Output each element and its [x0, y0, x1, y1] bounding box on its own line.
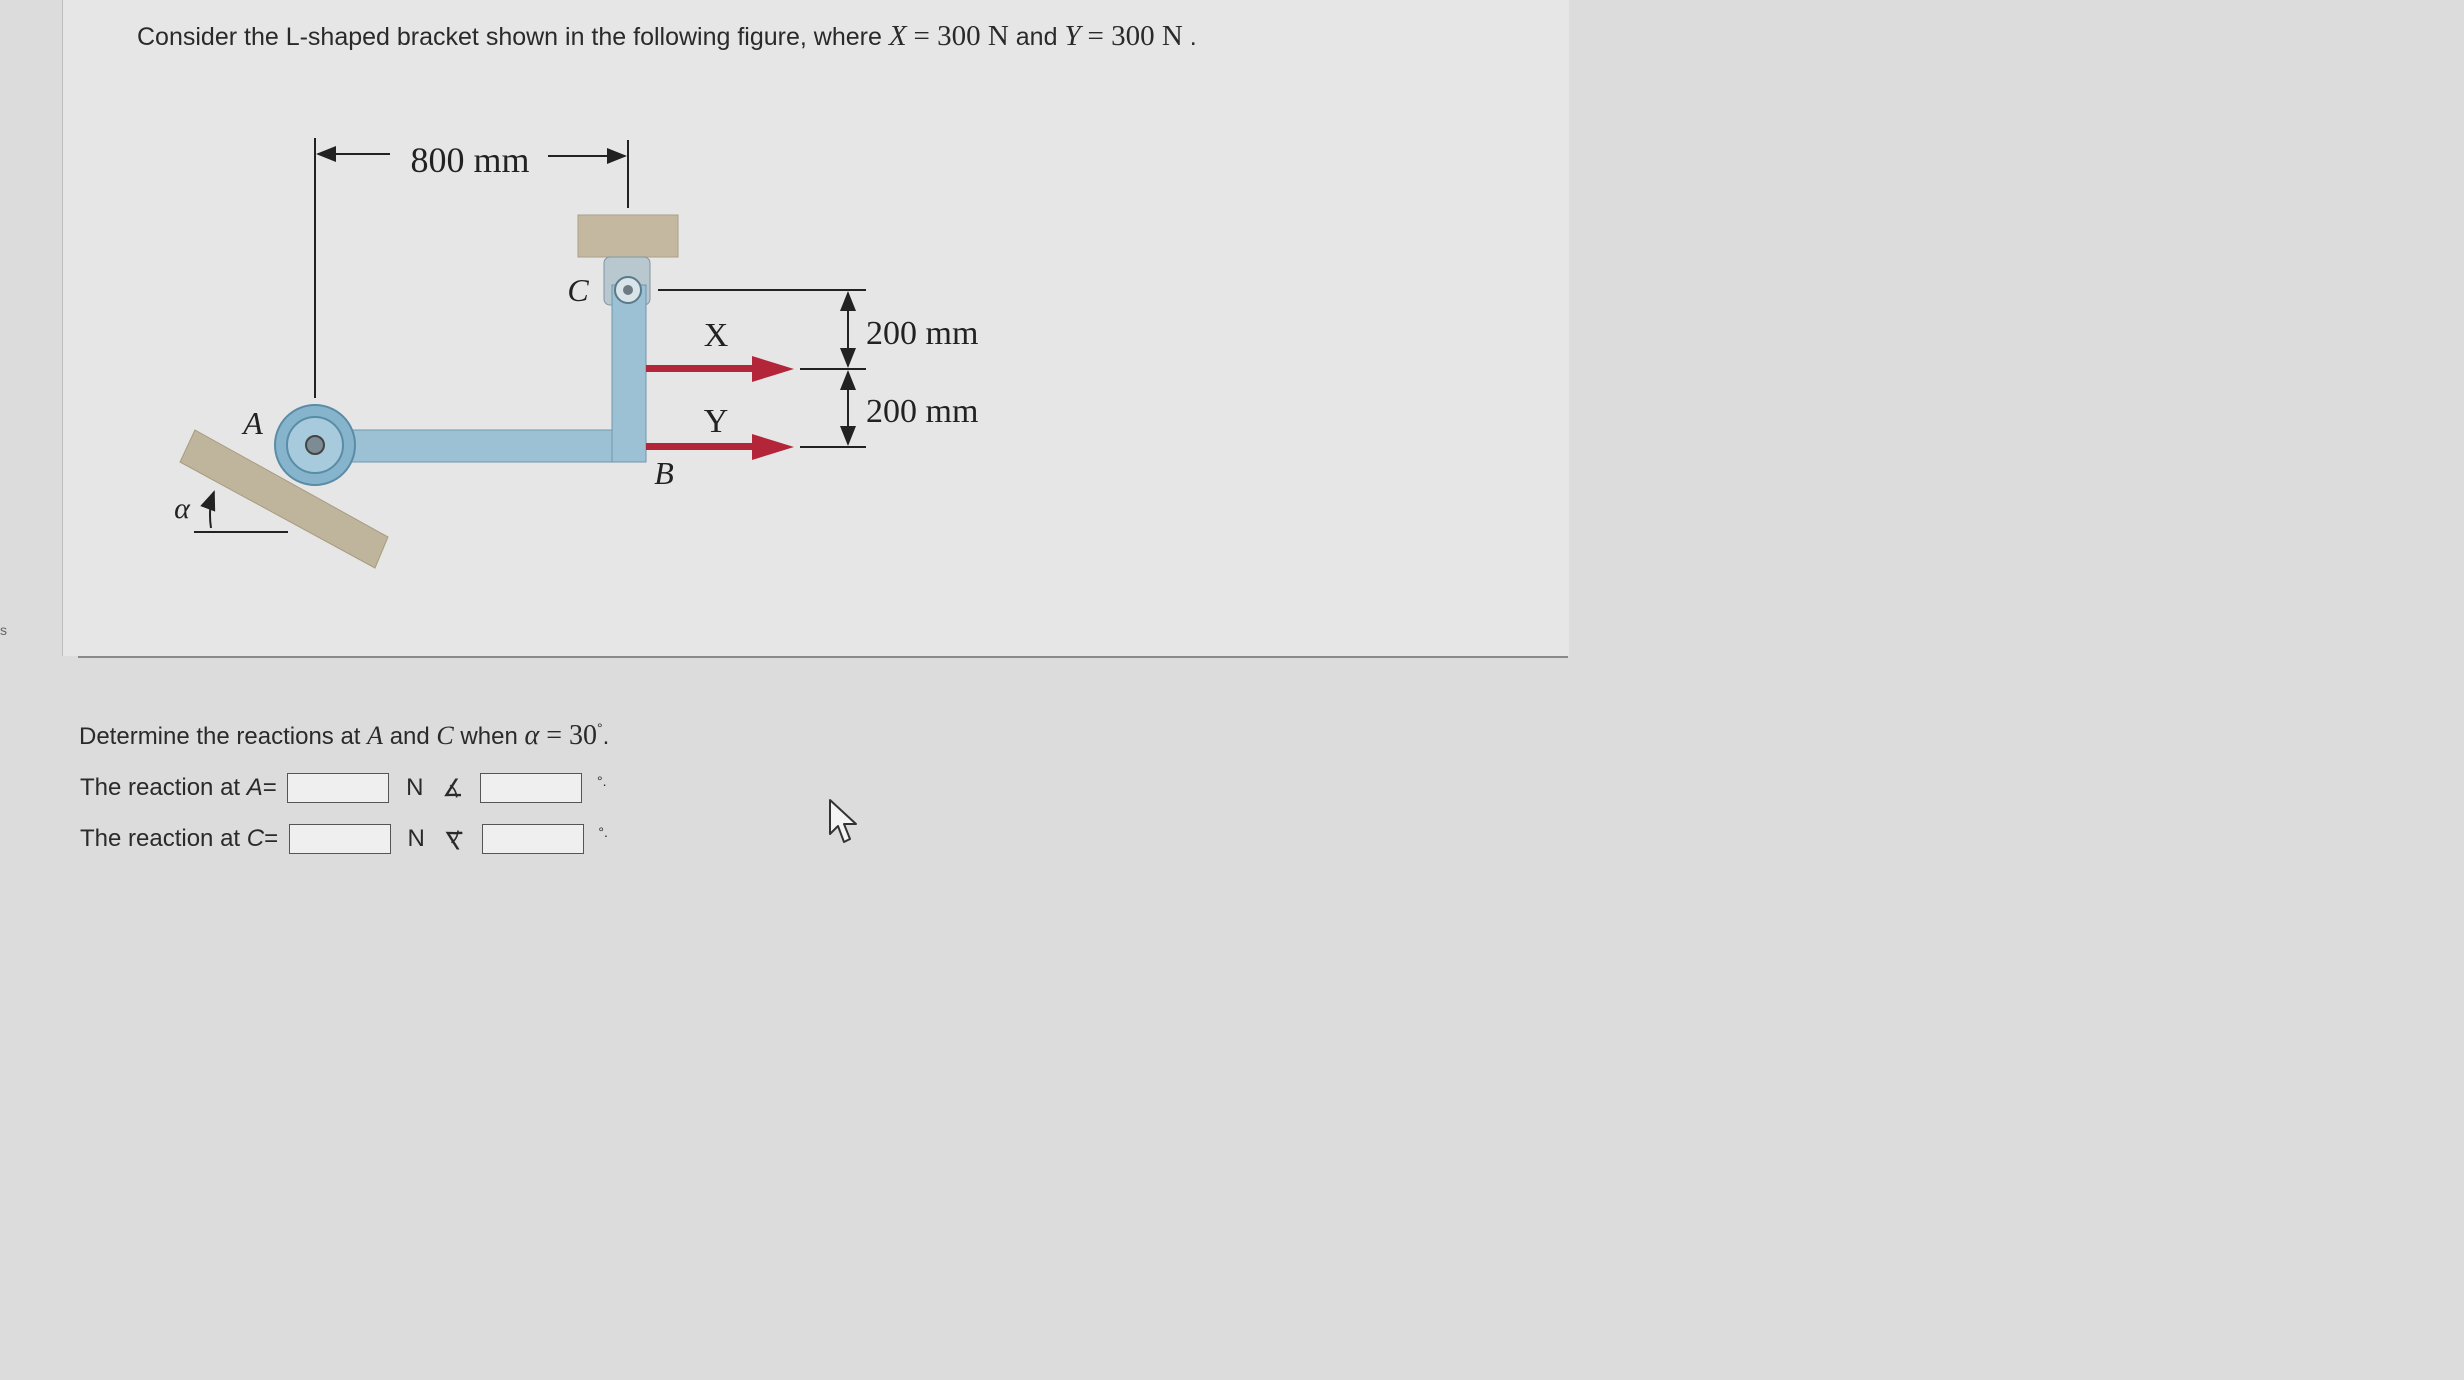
reaction-c-equals: =: [264, 825, 279, 852]
dim-800-label: 800 mm: [410, 140, 529, 180]
force-y-head: [752, 434, 794, 460]
reaction-c-angle-input[interactable]: [481, 824, 584, 854]
question-value: = 30: [539, 720, 597, 751]
bracket-vertical-arm: [611, 284, 647, 463]
reaction-a-prefix: The reaction at: [80, 774, 247, 801]
force-x-head: [752, 356, 794, 382]
point-a-label: A: [241, 405, 263, 441]
dim-200-upper-label: 200 mm: [866, 315, 978, 352]
reaction-c-prefix: The reaction at: [80, 825, 247, 852]
reaction-a-equals: =: [262, 774, 277, 801]
question-point-c: C: [436, 721, 454, 750]
reaction-a-degree: °.: [597, 773, 607, 789]
reaction-a-unit: N: [406, 774, 424, 801]
force-y-shaft: [646, 443, 756, 450]
problem-intro: Consider the L-shaped bracket shown in t…: [137, 23, 889, 51]
reaction-a-label: The reaction at A=: [80, 774, 277, 802]
question-text: Determine the reactions at A and C when …: [79, 720, 609, 752]
dim-200-lower-label: 200 mm: [866, 393, 978, 430]
angle-direction-icon: ∡: [442, 774, 464, 802]
point-b-label: B: [654, 455, 674, 491]
alpha-arc: [200, 490, 216, 529]
y-value: = 300 N: [1087, 20, 1183, 52]
mouse-pointer-icon: [829, 799, 857, 843]
question-alpha: α: [524, 720, 540, 751]
left-edge-mark: s: [0, 622, 7, 638]
force-x-label: X: [704, 317, 729, 354]
reaction-a-magnitude-input[interactable]: [287, 773, 390, 803]
question-degree: °: [596, 720, 603, 736]
bracket-figure: 800 mm 200 mm 200 mm X Y A B C α: [174, 138, 978, 569]
reaction-c-magnitude-input[interactable]: [288, 824, 391, 854]
x-symbol: X: [888, 20, 907, 52]
reaction-c-degree: °.: [598, 824, 608, 840]
alpha-label: α: [174, 492, 191, 525]
support-a-incline: [179, 429, 389, 569]
panel-divider: [78, 656, 1568, 658]
question-prefix: Determine the reactions at: [79, 723, 368, 750]
question-mid: and: [383, 723, 437, 750]
pin-a: [305, 435, 325, 455]
reaction-a-angle-input[interactable]: [480, 773, 583, 803]
reaction-a-point: A: [246, 774, 263, 801]
force-y-label: Y: [704, 403, 729, 440]
y-symbol: Y: [1064, 20, 1081, 52]
end-period: .: [1189, 23, 1197, 51]
question-when: when: [453, 723, 525, 750]
and-text: and: [1015, 23, 1065, 51]
reaction-c-label: The reaction at C=: [80, 825, 278, 853]
bracket-horizontal-arm: [315, 429, 647, 463]
answer-row-a: The reaction at A= N ∡ °.: [80, 773, 607, 807]
angle-direction-icon: ∡: [443, 825, 465, 853]
reaction-c-point: C: [246, 825, 265, 852]
force-x-shaft: [646, 365, 756, 372]
problem-panel: [62, 0, 1569, 656]
pin-c-center: [623, 285, 633, 295]
answer-row-c: The reaction at C= N ∡ °.: [80, 824, 608, 858]
reaction-c-unit: N: [407, 825, 425, 852]
support-c-ceiling: [577, 214, 679, 258]
point-c-label: C: [567, 272, 589, 308]
x-value: = 300 N: [913, 20, 1009, 52]
question-end: .: [602, 723, 610, 750]
problem-statement: Consider the L-shaped bracket shown in t…: [137, 20, 1197, 53]
question-point-a: A: [367, 721, 384, 750]
